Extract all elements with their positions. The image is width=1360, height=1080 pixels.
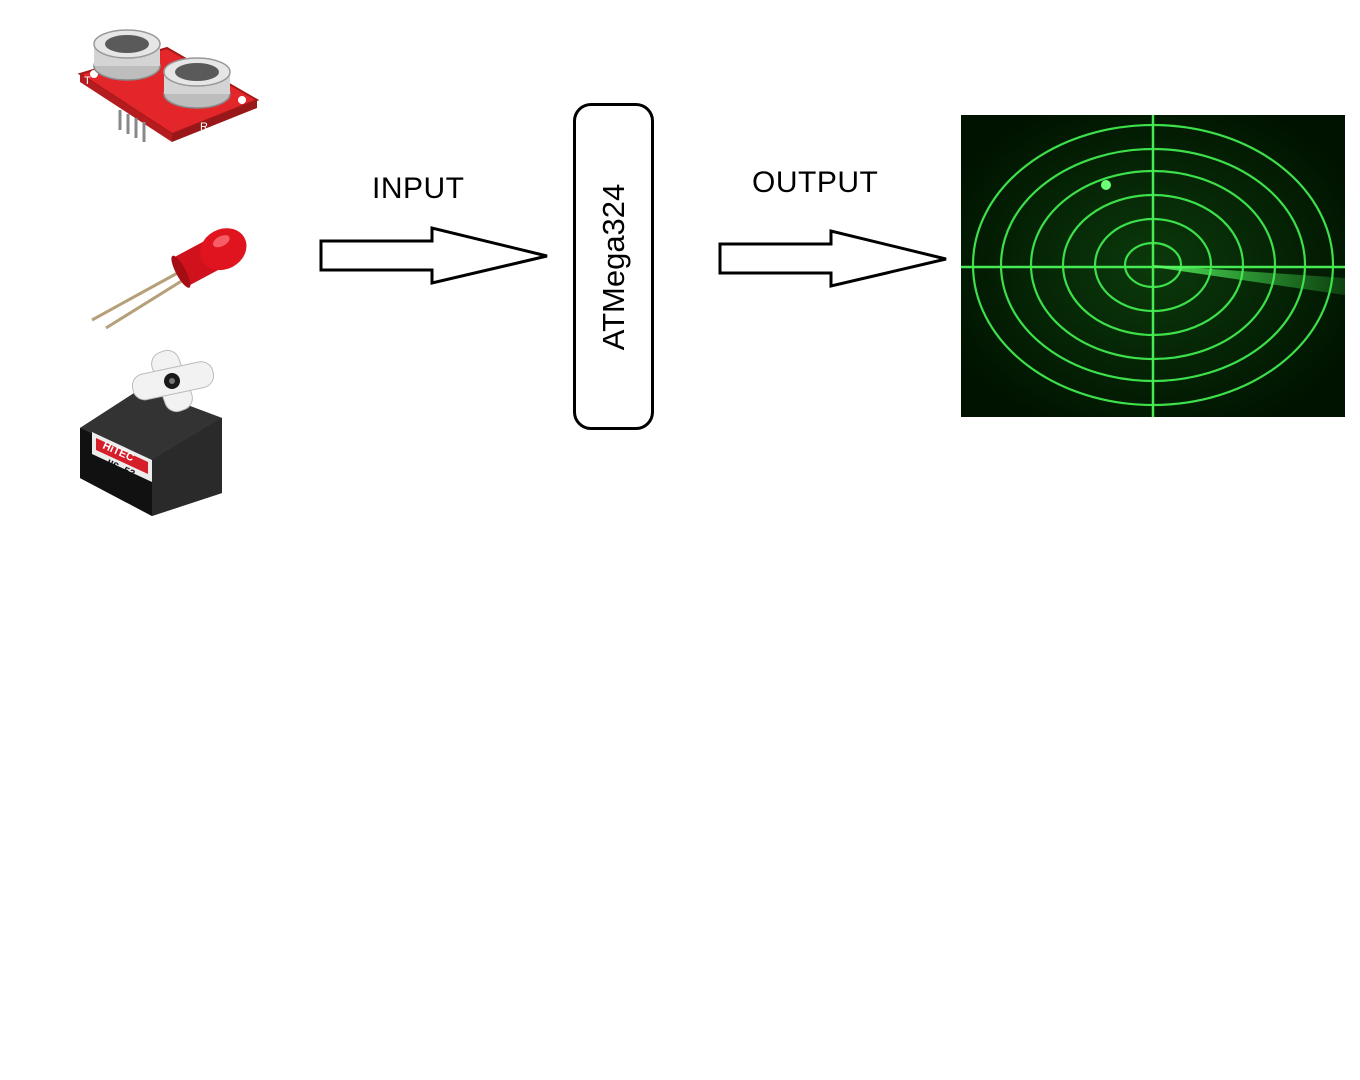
sensor-pin-label-r: R [200,121,208,133]
output-arrow [718,229,947,288]
microcontroller-label: ATMega324 [595,183,631,350]
input-arrow [319,226,548,285]
sensor-pin-label-t: T [84,75,91,87]
output-label: OUTPUT [752,166,879,199]
ultrasonic-sensor-icon: T R [77,29,260,142]
radar-display-icon [961,115,1345,417]
led-icon [91,228,247,330]
servo-motor-icon: HiTEC HS-53 [80,349,222,516]
input-label: INPUT [372,172,465,205]
microcontroller-box: ATMega324 [573,103,654,430]
